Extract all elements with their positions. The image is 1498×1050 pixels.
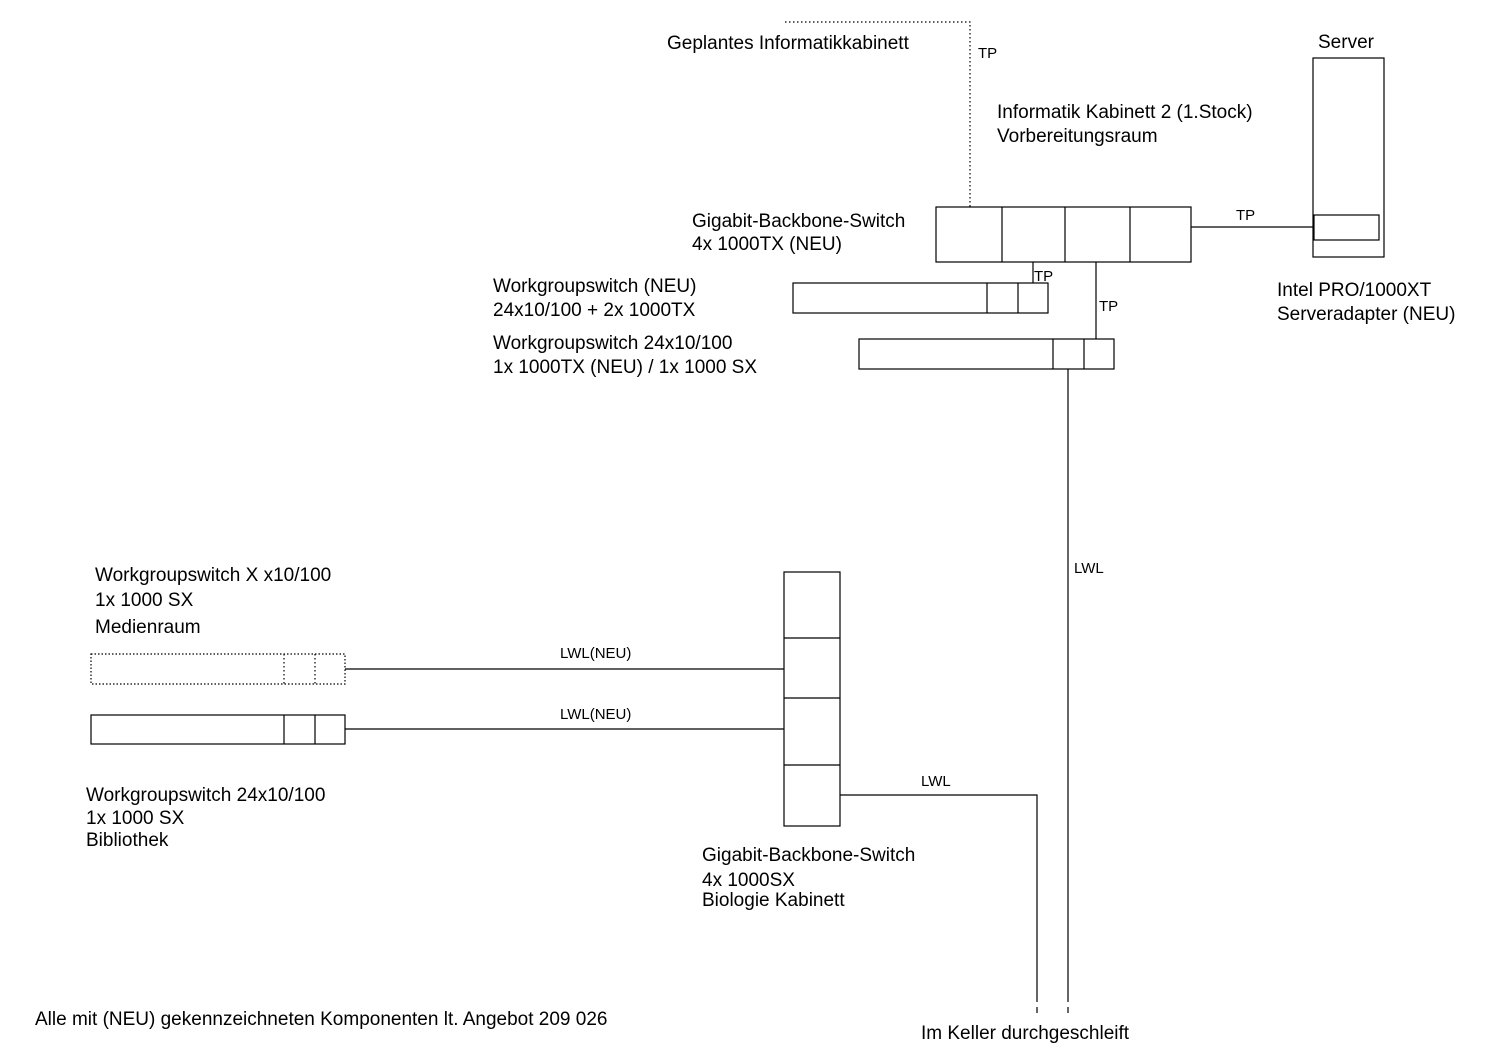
adapter-label-line2: Serveradapter (NEU) <box>1277 304 1455 325</box>
lwl-biology-label: LWL <box>921 773 951 790</box>
backbone-switch-top <box>935 206 1192 263</box>
lwl-library-label: LWL(NEU) <box>560 706 631 723</box>
server-label: Server <box>1318 32 1375 53</box>
backbone-top-label-line2: 4x 1000TX (NEU) <box>692 234 842 255</box>
basement-label: Im Keller durchgeschleift <box>921 1023 1130 1044</box>
lwl-riser-label: LWL <box>1074 560 1104 577</box>
server-tp-label: TP <box>1236 207 1255 224</box>
adapter-label-line1: Intel PRO/1000XT <box>1277 280 1432 301</box>
wg-lib-label-line1: Workgroupswitch 24x10/100 <box>86 785 325 806</box>
backbone-bio-label-line2: 4x 1000SX <box>702 870 795 891</box>
backbone-bio-label-line1: Gigabit-Backbone-Switch <box>702 845 915 866</box>
wg-lib-label-line2: 1x 1000 SX <box>86 808 185 829</box>
wg-new-label-line2: 24x10/100 + 2x 1000TX <box>493 300 696 321</box>
backbone-top-label-line1: Gigabit-Backbone-Switch <box>692 211 905 232</box>
wg-media-label-line2: 1x 1000 SX <box>95 590 194 611</box>
wg-media-label-line3: Medienraum <box>95 617 201 638</box>
cabinet-label-line2: Vorbereitungsraum <box>997 126 1158 147</box>
workgroup-switch-media <box>90 653 346 685</box>
cabinet-label-line1: Informatik Kabinett 2 (1.Stock) <box>997 102 1253 123</box>
wg-24-label-line2: 1x 1000TX (NEU) / 1x 1000 SX <box>493 357 757 378</box>
lwl-media-label: LWL(NEU) <box>560 645 631 662</box>
server-adapter <box>1313 214 1380 241</box>
workgroup-switch-library <box>90 714 346 745</box>
wg-24-tp-label: TP <box>1099 298 1118 315</box>
wg-new-label-line1: Workgroupswitch (NEU) <box>493 276 696 297</box>
lwl-biology-link <box>840 794 1038 993</box>
planned-room-tp-label: TP <box>978 45 997 62</box>
wg-new-tp-label: TP <box>1034 268 1053 285</box>
wg-media-label-line1: Workgroupswitch X x10/100 <box>95 565 331 586</box>
planned-room-label: Geplantes Informatikkabinett <box>667 33 910 54</box>
workgroup-switch-new <box>792 282 1049 314</box>
backbone-bio-label-line3: Biologie Kabinett <box>702 890 845 911</box>
backbone-switch-biology <box>783 571 841 827</box>
wg-24-label-line1: Workgroupswitch 24x10/100 <box>493 333 732 354</box>
footnote: Alle mit (NEU) gekennzeichneten Komponen… <box>35 1009 607 1030</box>
workgroup-switch-24 <box>858 338 1115 370</box>
planned-room-link <box>785 21 971 207</box>
wg-lib-label-line3: Bibliothek <box>86 830 169 851</box>
